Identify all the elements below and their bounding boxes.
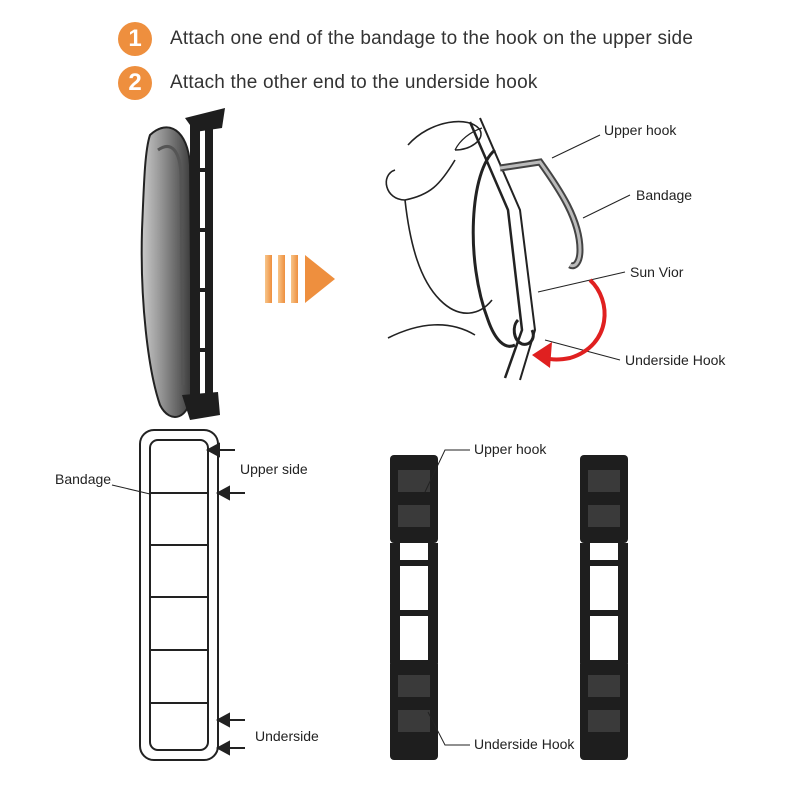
step-text: Attach one end of the bandage to the hoo… xyxy=(170,28,694,49)
label-hook-underside: Underside Hook xyxy=(474,736,575,752)
bandage-pointer-arrows xyxy=(205,442,245,756)
step-1: 1 Attach one end of the bandage to the h… xyxy=(118,22,693,56)
label-sun-visor: Sun Vior xyxy=(630,264,684,280)
label-bandage: Bandage xyxy=(636,187,693,203)
rotation-arrow-icon xyxy=(532,278,607,368)
label-underside: Underside xyxy=(255,728,319,744)
step-2: 2 Attach the other end to the underside … xyxy=(118,66,538,100)
label-hook-upper: Upper hook xyxy=(474,441,547,457)
direction-arrow-icon xyxy=(265,255,335,303)
label-underside-hook: Underside Hook xyxy=(625,352,726,368)
step-number-badge: 1 xyxy=(118,22,152,56)
step-text: Attach the other end to the underside ho… xyxy=(170,72,538,93)
bandage-outline xyxy=(111,429,219,761)
label-upper-hook: Upper hook xyxy=(604,122,677,138)
label-bandage-strip: Bandage xyxy=(55,471,112,487)
hook-product-right xyxy=(580,455,628,760)
visor-photo xyxy=(140,108,225,420)
step-number-badge: 2 xyxy=(118,66,152,100)
installation-drawing xyxy=(385,117,631,381)
hook-product-left xyxy=(390,455,438,760)
hook-leader-lines xyxy=(424,449,470,746)
label-upper-side: Upper side xyxy=(240,461,308,477)
